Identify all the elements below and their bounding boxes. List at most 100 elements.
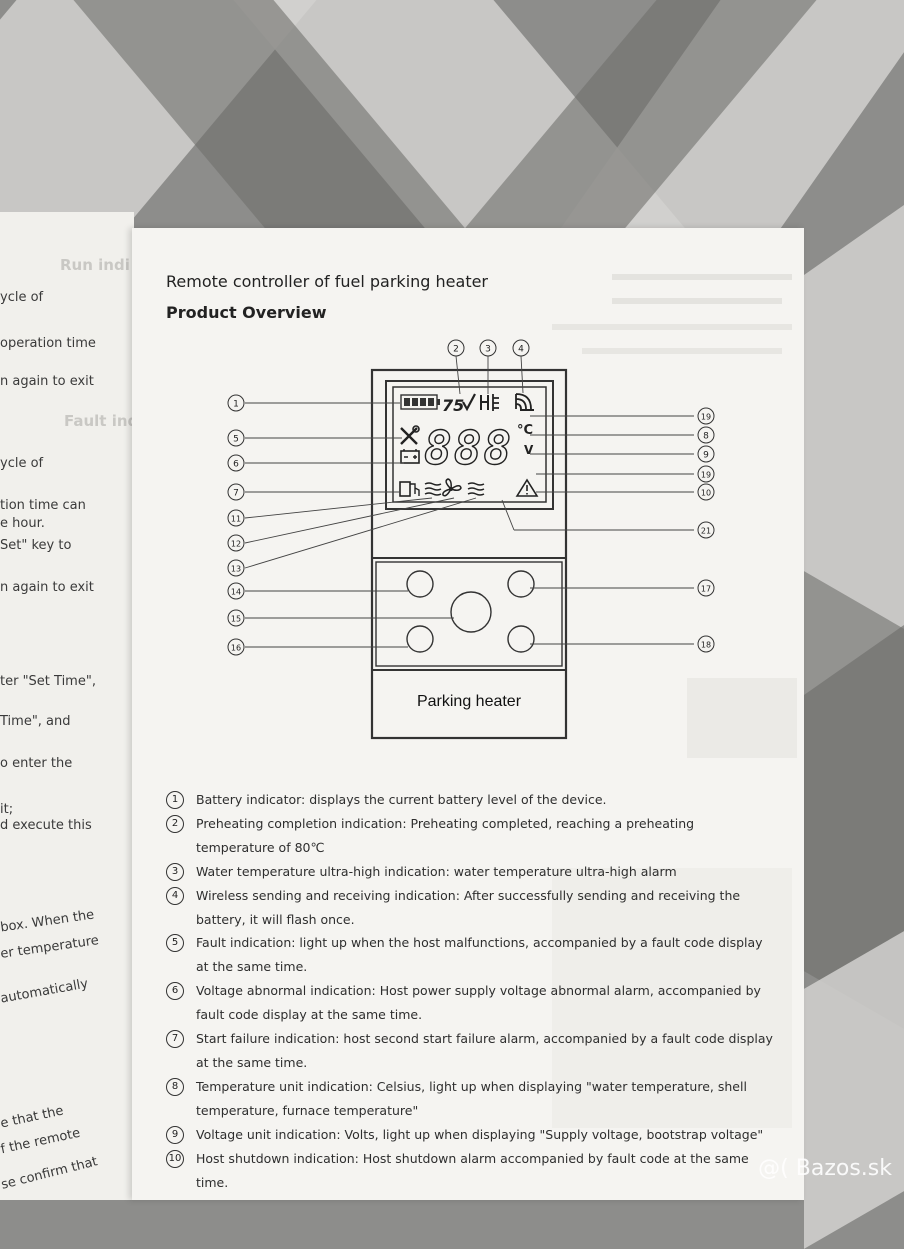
description-text: Voltage abnormal indication: Host power … (196, 983, 761, 1022)
callout-9: 9 (697, 445, 715, 463)
description-number: 8 (166, 1078, 184, 1096)
description-number: 3 (166, 863, 184, 881)
button-center[interactable] (450, 591, 492, 633)
left-page-line: e hour. (0, 516, 45, 531)
callout-number: 11 (231, 515, 241, 524)
voltage-abnormal-icon (400, 449, 420, 464)
callout-number: 18 (701, 641, 711, 650)
callout-number: 13 (231, 565, 241, 574)
callout-number: 3 (485, 345, 491, 355)
callout-number: 19 (701, 471, 711, 480)
callout-12: 12 (227, 534, 245, 552)
callout-4: 4 (512, 339, 530, 357)
callout-10: 10 (697, 483, 715, 501)
water-temp-high-icon (480, 394, 499, 411)
callout-5: 5 (227, 429, 245, 447)
left-page-heading: Fault ind (64, 412, 134, 430)
fault-tools-icon (400, 425, 420, 445)
description-number: 6 (166, 982, 184, 1000)
callout-number: 4 (518, 345, 524, 355)
callout-17: 17 (697, 579, 715, 597)
description-text: Temperature unit indication: Celsius, li… (196, 1079, 747, 1118)
left-page-line: ycle of (0, 456, 44, 471)
callout-8: 8 (697, 426, 715, 444)
description-number: 5 (166, 934, 184, 952)
left-page-line: se confirm that (0, 1154, 100, 1193)
main-digit-display: 888 (424, 421, 513, 475)
controller-diagram: 75 888 °C V (227, 339, 715, 740)
callout-number: 15 (231, 615, 241, 624)
callout-3: 3 (479, 339, 497, 357)
description-number: 10 (166, 1150, 184, 1168)
leader-lines (244, 355, 694, 648)
left-page-line: n again to exit (0, 374, 94, 389)
description-text: Wireless sending and receiving indicatio… (196, 888, 741, 927)
battery-icon (400, 394, 440, 410)
callout-number: 6 (233, 460, 239, 470)
callout-number: 12 (231, 540, 241, 549)
volts-unit: V (524, 443, 534, 457)
heat-waves-icon-right (467, 482, 485, 496)
heat-waves-icon-left (424, 482, 442, 496)
description-text: Battery indicator: displays the current … (196, 792, 607, 807)
left-page-line: e that the (0, 1103, 65, 1132)
callout-1: 1 (227, 394, 245, 412)
callout-number: 8 (703, 432, 709, 442)
description-text: Host shutdown indication: Host shutdown … (196, 1151, 749, 1190)
page-subtitle: Product Overview (166, 303, 327, 322)
left-page-line: d execute this (0, 818, 92, 833)
callout-6: 6 (227, 454, 245, 472)
celsius-unit: °C (517, 423, 533, 438)
callout-2: 2 (447, 339, 465, 357)
callout-number: 14 (231, 588, 241, 597)
description-text: Preheating completion indication: Prehea… (196, 816, 695, 855)
device-label: Parking heater (417, 693, 522, 710)
description-number: 7 (166, 1030, 184, 1048)
left-page-line: automatically (0, 976, 90, 1007)
callout-number: 17 (701, 585, 711, 594)
left-page-line: o enter the (0, 756, 73, 771)
start-failure-icon (399, 481, 420, 497)
left-page-line: tion time can (0, 498, 86, 513)
preheat-complete-icon: 75 (442, 393, 476, 415)
manual-page: Remote controller of fuel parking heater… (132, 228, 804, 1200)
left-page-line: f the remote (0, 1125, 82, 1158)
shutdown-warning-icon (515, 478, 539, 497)
button-top-left[interactable] (406, 570, 434, 598)
description-text: Water temperature ultra-high indication:… (196, 864, 677, 879)
lcd-outer-frame (385, 380, 554, 510)
left-page-heading: Run indi (60, 256, 130, 274)
callout-number: 10 (701, 489, 711, 498)
left-page-line: Set" key to (0, 538, 72, 553)
callout-number: 19 (701, 413, 711, 422)
description-text: Voltage unit indication: Volts, light up… (196, 1127, 764, 1142)
left-page-line: er temperature (0, 933, 100, 962)
callout-number: 1 (233, 400, 239, 410)
button-bottom-left[interactable] (406, 625, 434, 653)
device-body-outline (370, 368, 568, 740)
callout-16: 16 (227, 638, 245, 656)
button-top-right[interactable] (507, 570, 535, 598)
left-page-line: ter "Set Time", (0, 674, 96, 689)
fan-icon (442, 478, 462, 497)
callout-19: 19 (697, 407, 715, 425)
description-number: 1 (166, 791, 184, 809)
description-text: Fault indication: light up when the host… (196, 935, 763, 974)
description-number: 9 (166, 1126, 184, 1144)
description-text: Start failure indication: host second st… (196, 1031, 773, 1070)
left-page-line: n again to exit (0, 580, 94, 595)
wireless-icon (515, 393, 534, 411)
left-page-line: Time", and (0, 714, 71, 729)
left-page-line: ycle of (0, 290, 44, 305)
left-page-line: it; (0, 802, 14, 817)
lcd-screen (392, 386, 547, 503)
callout-7: 7 (227, 483, 245, 501)
callout-21: 21 (697, 521, 715, 539)
button-bottom-right[interactable] (507, 625, 535, 653)
page-title: Remote controller of fuel parking heater (166, 272, 489, 291)
callout-15: 15 (227, 609, 245, 627)
description-number: 4 (166, 887, 184, 905)
callout-18: 18 (697, 635, 715, 653)
callout-number: 9 (703, 451, 709, 461)
